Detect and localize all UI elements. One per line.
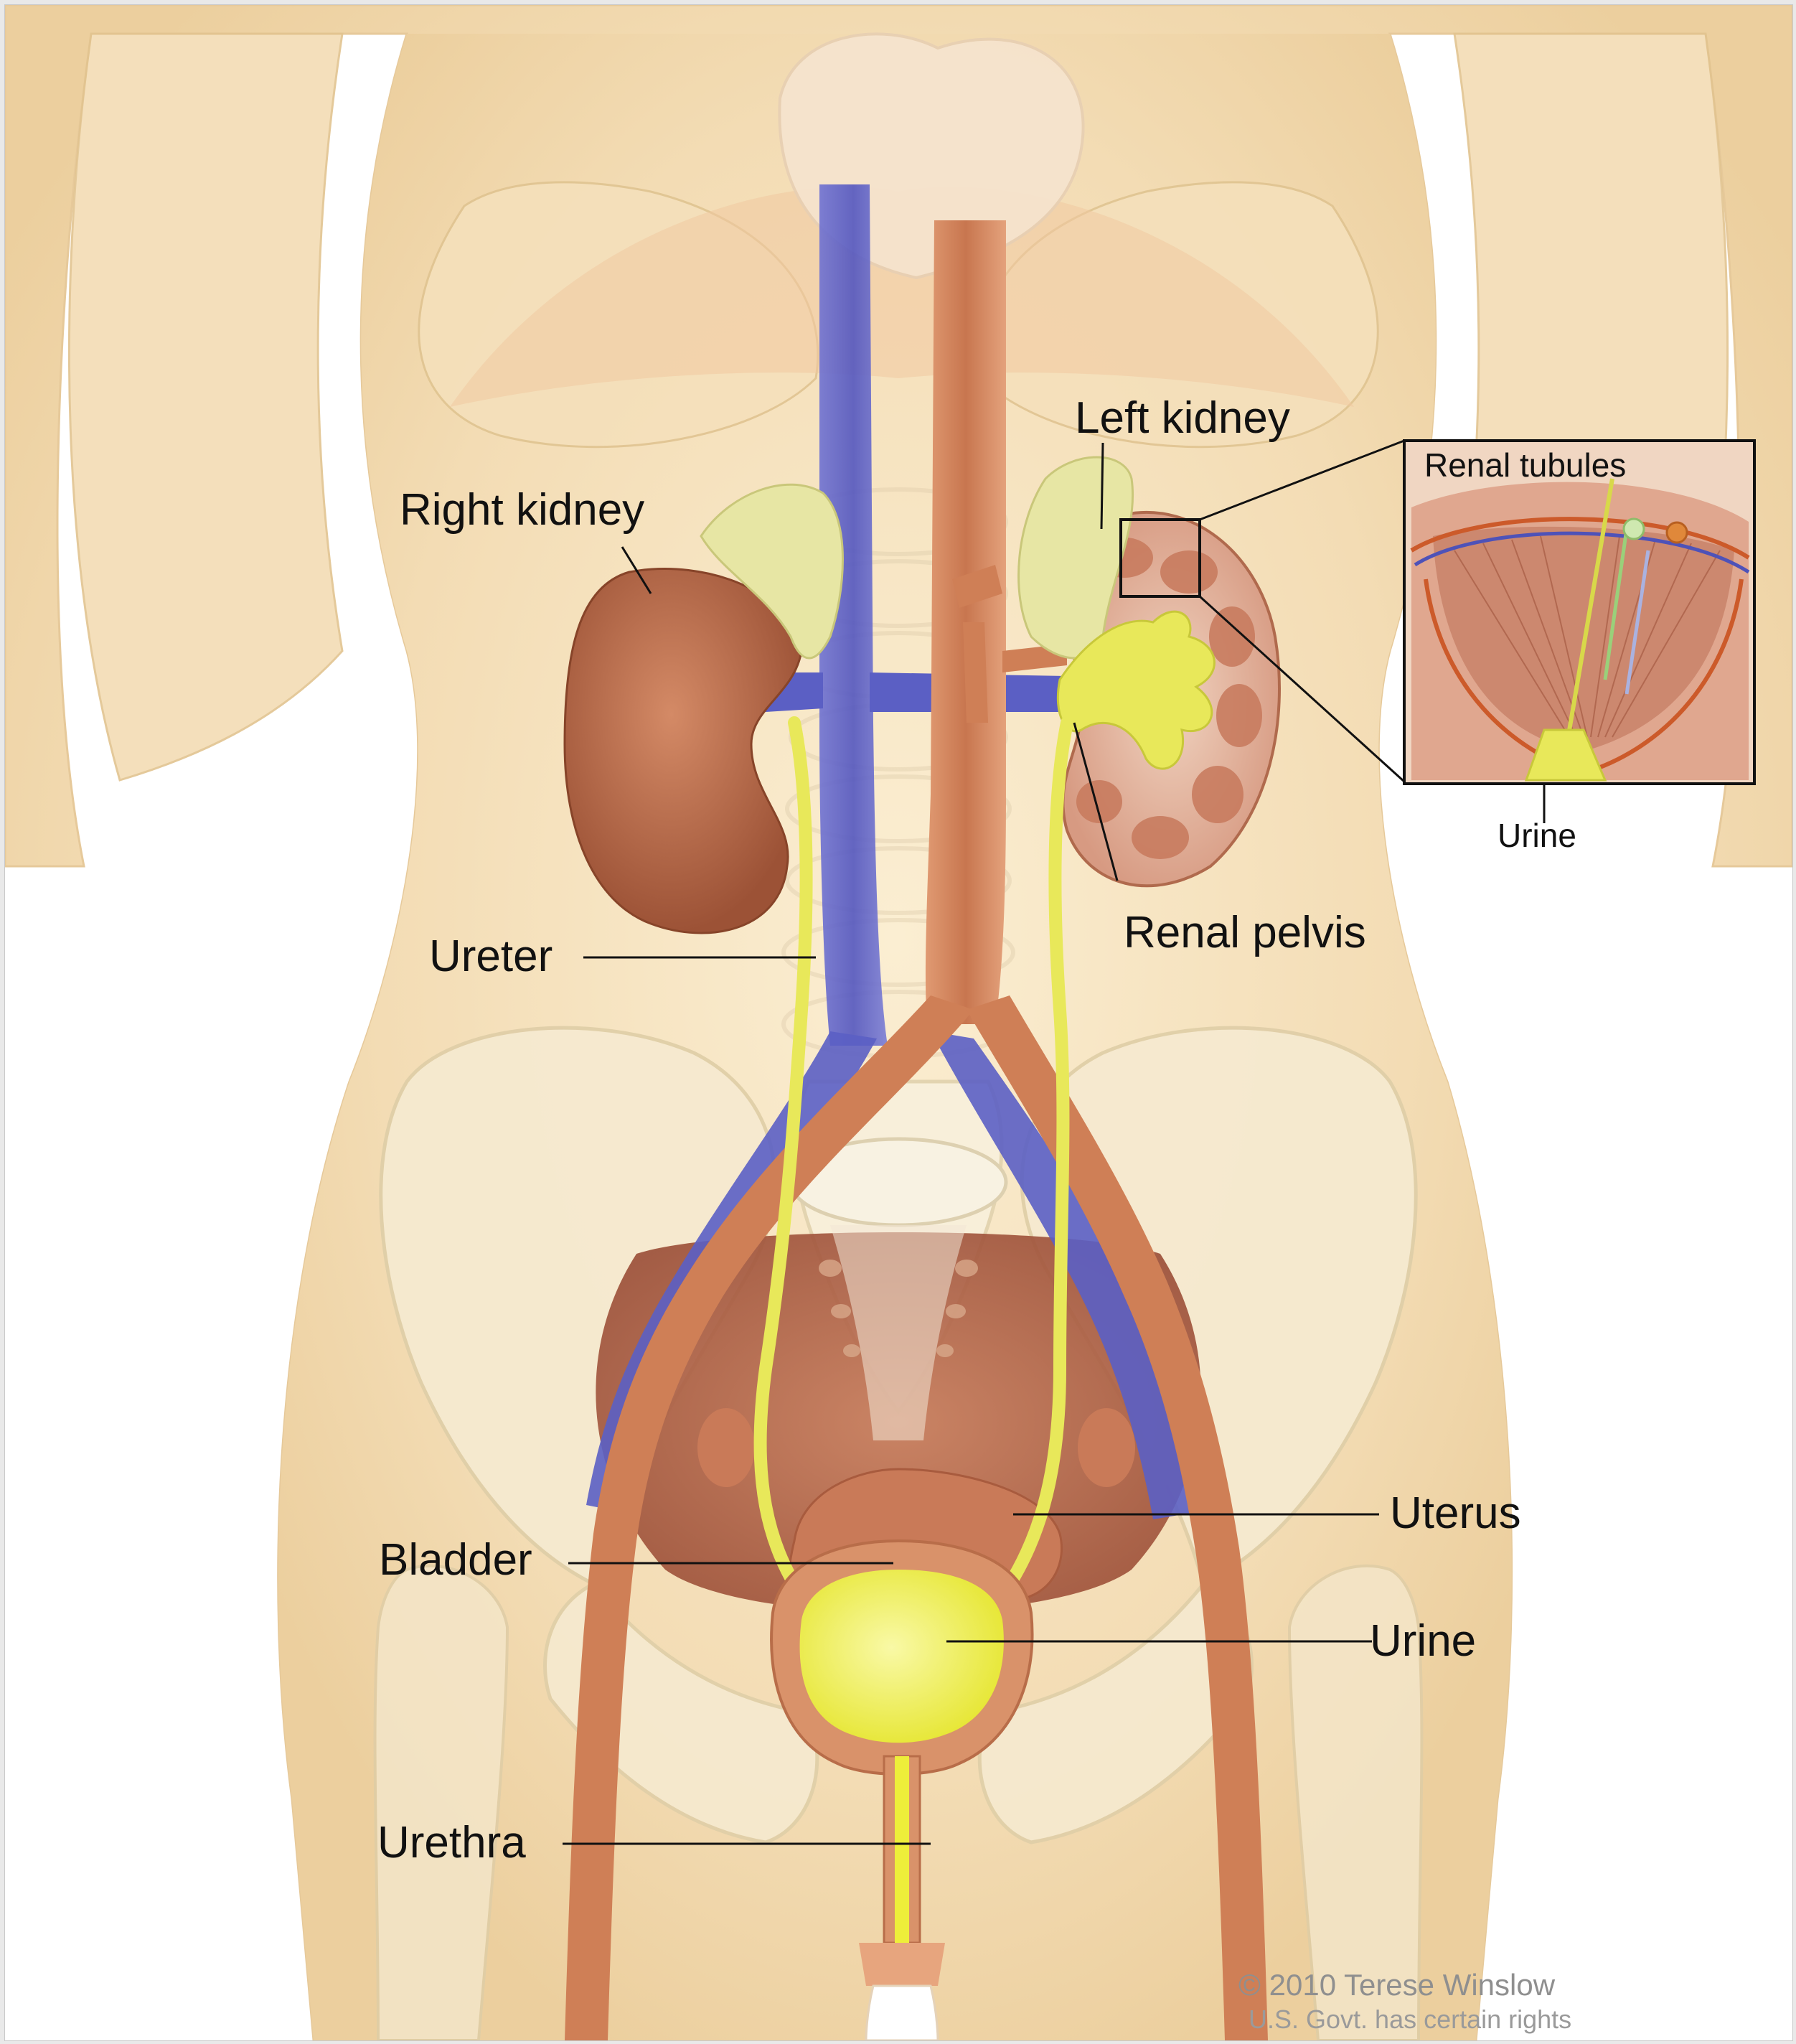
urethra-lumen bbox=[895, 1756, 909, 1943]
ovary-right bbox=[697, 1408, 755, 1487]
vaginal-opening bbox=[865, 1984, 939, 2040]
renal-pelvis bbox=[1056, 610, 1216, 770]
label-urethra: Urethra bbox=[377, 1818, 526, 1867]
credit-line-1: © 2010 Terese Winslow bbox=[1238, 1968, 1556, 2002]
femur-left bbox=[1287, 1564, 1424, 2040]
label-uterus: Uterus bbox=[1390, 1489, 1521, 1538]
label-left-kidney: Left kidney bbox=[1075, 393, 1290, 443]
label-urine-inset: Urine bbox=[1498, 817, 1576, 854]
left-arm bbox=[67, 32, 344, 782]
kidney-zoom-box bbox=[1119, 518, 1201, 598]
urinary-system-illustration bbox=[5, 5, 1792, 2040]
label-right-kidney: Right kidney bbox=[400, 485, 645, 535]
renal-pyramids bbox=[1076, 538, 1262, 859]
celiac-trunk bbox=[952, 565, 1002, 608]
inferior-vena-cava bbox=[819, 184, 888, 1046]
label-renal-tubules: Renal tubules bbox=[1424, 446, 1627, 484]
ureter-left bbox=[989, 716, 1073, 1612]
label-urine: Urine bbox=[1370, 1616, 1477, 1666]
sacral-ligaments bbox=[830, 1225, 967, 1440]
zoom-line-bottom bbox=[1198, 595, 1406, 783]
label-ureter: Ureter bbox=[429, 932, 553, 981]
sacral-foramina bbox=[819, 1260, 978, 1357]
diaphragm bbox=[450, 187, 1354, 407]
iliac-artery-right bbox=[565, 995, 974, 2040]
iliac-vein-left bbox=[931, 1031, 1196, 1519]
right-adrenal-gland bbox=[700, 483, 844, 660]
leader-left-kidney bbox=[1100, 442, 1104, 530]
iliac-artery-left bbox=[967, 995, 1268, 2040]
superior-mesenteric-artery bbox=[963, 622, 988, 723]
diagram-frame: Left kidney Right kidney Renal tubules U… bbox=[4, 4, 1793, 2041]
zoom-line-top bbox=[1199, 439, 1405, 521]
ureter-right bbox=[753, 716, 815, 1612]
ovary-left bbox=[1078, 1408, 1135, 1487]
leader-right-kidney bbox=[621, 546, 652, 594]
label-renal-pelvis: Renal pelvis bbox=[1124, 908, 1366, 957]
urethral-opening bbox=[859, 1943, 945, 1986]
renal-tubules-inset bbox=[1403, 439, 1756, 785]
femur-right bbox=[373, 1564, 509, 2040]
leader-renal-pelvis bbox=[1073, 722, 1119, 881]
label-bladder: Bladder bbox=[379, 1535, 532, 1585]
credit-line-2: U.S. Govt. has certain rights bbox=[1249, 2005, 1572, 2034]
leader-lines bbox=[563, 442, 1546, 1845]
bladder-urine bbox=[799, 1570, 1004, 1743]
